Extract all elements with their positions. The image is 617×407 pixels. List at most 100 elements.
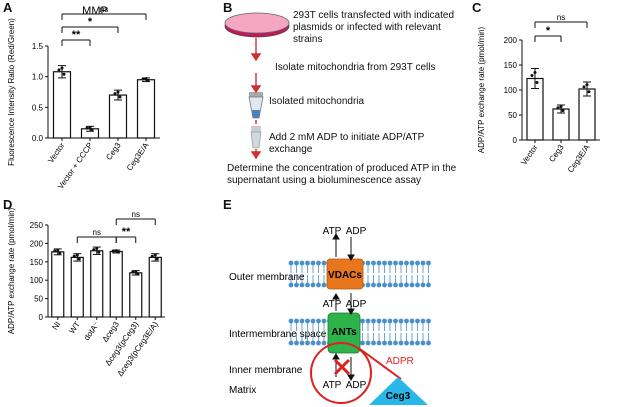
y-tick-label: 250 [30,221,44,230]
data-point [153,253,157,257]
lipid-head [426,340,431,346]
data-point [144,77,148,81]
lipid-head [415,282,420,288]
data-point [85,126,89,130]
lipid-head [382,260,387,266]
data-point [113,92,117,96]
data-point [62,72,66,76]
ceg3-label: Ceg3 [386,391,411,402]
significance-label: ** [72,29,81,41]
y-tick-label: 1.0 [32,73,44,82]
lipid-head [393,318,398,324]
panel-label-b: B [223,0,233,15]
data-point [561,109,565,113]
data-point [53,249,57,253]
panel-label-e: E [223,197,232,212]
lipid-head [365,282,371,288]
lipid-head [420,282,426,288]
lipid-head [294,260,299,266]
lipid-head [409,318,415,324]
x-tick-label: Vector [519,143,540,167]
label-outer-membrane: Outer membrane [229,272,305,283]
lipid-head [409,260,415,266]
lipid-head [321,318,327,324]
atp-mid: ATP [323,299,342,310]
y-tick-label: 0 [39,313,44,322]
panel-label-c: C [472,0,482,15]
lipid-head [426,260,431,266]
y-tick-label: 150 [30,258,44,267]
data-point [97,250,101,254]
lipid-head [420,340,426,346]
data-point [75,253,79,257]
significance-label: * [88,16,93,28]
lipid-head [398,318,404,324]
data-point [111,249,115,253]
ant-label: ANTs [331,327,357,338]
vdac-channel [326,258,364,290]
data-point [131,270,135,274]
data-point [95,247,99,251]
lipid-head [321,260,327,266]
lipid-head [387,282,393,288]
y-axis-label: Fluorescence Intensity Ratio (Red/Green) [7,18,16,166]
lipid-head [404,282,409,288]
lipid-head [420,318,426,324]
y-tick-label: 50 [508,111,517,120]
y-tick-label: 0.0 [32,134,44,143]
data-point [587,90,591,94]
flow-step-2: Isolate mitochondria from 293T cells [275,62,436,73]
lipid-head [310,282,316,288]
x-tick-label: WT [67,320,82,335]
significance-label: * [546,25,551,37]
lipid-head [365,340,371,346]
flow-step-4: Add 2 mM ADP to initiate ADP/ATP exchang… [269,132,425,155]
lipid-head [299,318,305,324]
y-tick-label: 200 [30,239,44,248]
y-tick-label: 100 [504,86,518,95]
bar [578,88,596,141]
lipid-head [415,340,420,346]
bar [148,256,162,318]
lipid-head [393,282,398,288]
lipid-head [387,260,393,266]
lipid-head [360,318,365,324]
lipid-head [299,282,305,288]
x-tick-label: Ceg3E/A [125,140,151,172]
lipid-head [360,340,365,346]
lipid-head [376,282,382,288]
lipid-head [398,260,404,266]
panel-label-d: D [3,197,13,212]
lipid-head [310,260,316,266]
data-point [533,71,537,74]
data-point [585,83,589,87]
lipid-head [321,340,327,346]
bar [52,71,72,139]
lipid-head [415,260,420,266]
x-tick-label: Ceg3 [547,143,566,164]
lipid-head [365,260,371,266]
data-point [556,106,560,110]
flow-step-3: Isolated mitochondria [269,96,365,107]
significance-label: ns [132,210,140,219]
y-tick-label: 0.5 [32,103,44,112]
adp-mid: ADP [346,299,367,310]
x-tick-label: Vector [46,141,67,165]
data-point [57,68,61,72]
adpr-label: ADPR [386,356,414,367]
label-inner-membrane: Inner membrane [229,365,303,376]
significance-label: ns [557,13,565,22]
atp-top: ATP [323,226,342,237]
data-point [72,254,76,258]
lipid-head [393,260,398,266]
lipid-head [409,282,415,288]
y-tick-label: 150 [504,61,518,70]
lipid-head [409,340,415,346]
x-tick-label: Ceg3 [104,141,123,162]
y-tick-label: 1.5 [32,42,44,51]
data-point [155,257,159,261]
lipid-head [371,282,376,288]
lipid-head [321,282,327,288]
data-point [146,78,150,82]
